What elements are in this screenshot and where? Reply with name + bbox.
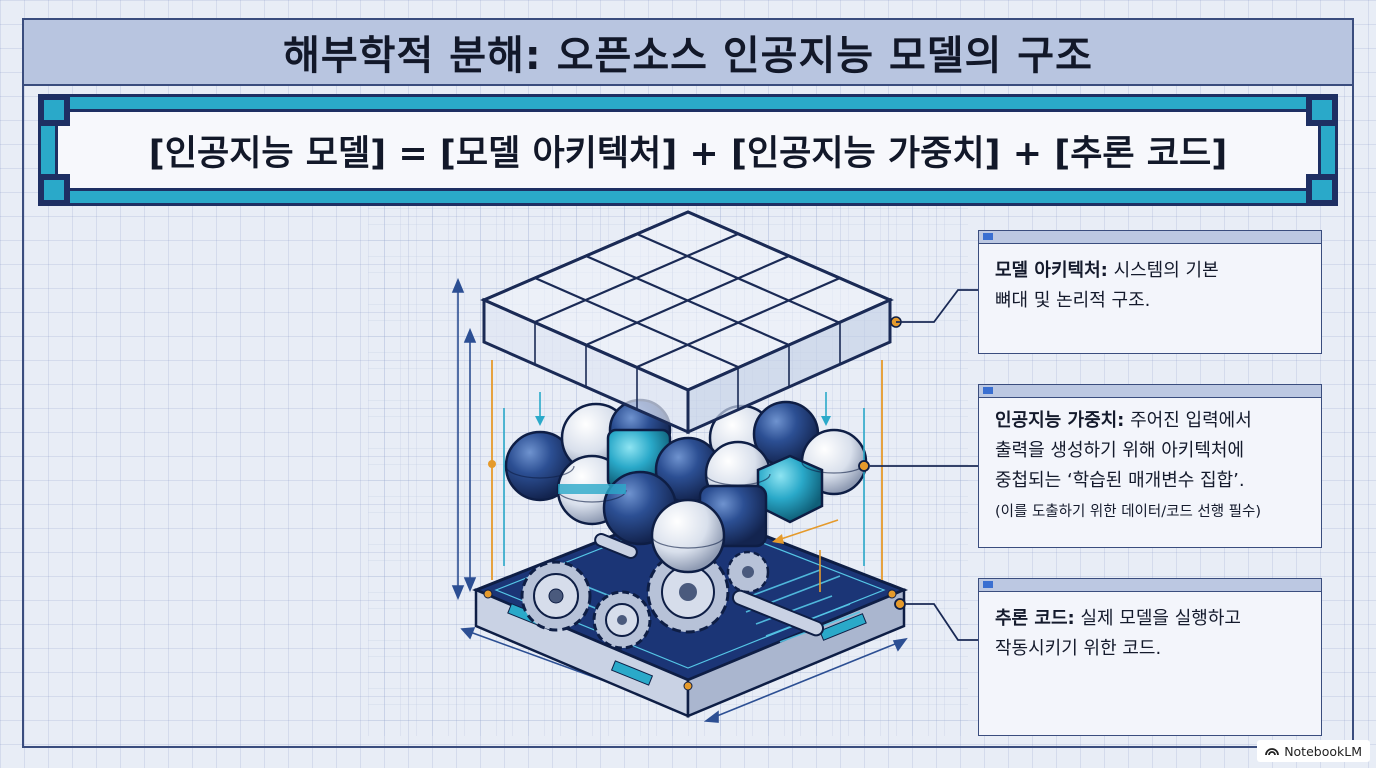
- callout-text: 작동시키기 위한 코드.: [995, 638, 1162, 659]
- gear-icon: [592, 590, 652, 650]
- shaft-icon: [594, 533, 825, 637]
- title-bar: 해부학적 분해: 오픈소스 인공지능 모델의 구조: [24, 20, 1352, 86]
- callout-term: 인공지능 가중치:: [995, 410, 1125, 431]
- guide-lines: [488, 360, 883, 592]
- callout-architecture: 모델 아키텍처: 시스템의 기본 뼈대 및 논리적 구조.: [978, 230, 1322, 354]
- callout-text: 시스템의 기본: [1113, 260, 1219, 281]
- banner-corner-bottom-right: [1306, 174, 1338, 206]
- callout-term: 모델 아키텍처:: [995, 260, 1108, 281]
- weight-polyhedron: [756, 454, 824, 524]
- banner-corner-top-right: [1306, 94, 1338, 126]
- gear-icon: [520, 560, 592, 632]
- callout-note: (이를 도출하기 위한 데이터/코드 선행 필수): [995, 504, 1262, 520]
- dimension-arrows: [451, 277, 908, 723]
- architecture-frame: [480, 210, 902, 435]
- weights-spheres: [504, 398, 868, 574]
- callout-inference-code: 추론 코드: 실제 모델을 실행하고 작동시키기 위한 코드.: [978, 578, 1322, 736]
- callout-leaders: [858, 289, 978, 641]
- page-title: 해부학적 분해: 오픈소스 인공지능 모델의 구조: [283, 33, 1093, 79]
- callout-cap: [979, 385, 1321, 398]
- notebooklm-badge[interactable]: NotebookLM: [1257, 740, 1370, 762]
- notebooklm-logo-icon: [1265, 748, 1280, 756]
- callout-text: 주어진 입력에서: [1130, 410, 1252, 431]
- callout-cap: [979, 231, 1321, 244]
- equation-box: [인공지능 모델] = [모델 아키텍처] + [인공지능 가중치] + [추론…: [55, 109, 1321, 191]
- callout-text: 실제 모델을 실행하고: [1080, 608, 1241, 629]
- callout-weights: 인공지능 가중치: 주어진 입력에서 출력을 생성하기 위해 아키텍처에 중첩되…: [978, 384, 1322, 548]
- outer-frame: [22, 18, 1354, 748]
- equation-banner: [인공지능 모델] = [모델 아키텍처] + [인공지능 가중치] + [추론…: [38, 94, 1338, 206]
- weight-sphere: [650, 498, 726, 574]
- callout-text: 출력을 생성하기 위해 아키텍처에: [995, 440, 1245, 461]
- gear-icon: [726, 550, 770, 594]
- banner-corner-bottom-left: [38, 174, 70, 206]
- banner-corner-top-left: [38, 94, 70, 126]
- callout-cap: [979, 579, 1321, 592]
- callout-text: 중첩되는 ‘학습된 매개변수 집합’.: [995, 470, 1245, 491]
- callout-text: 뼈대 및 논리적 구조.: [995, 290, 1151, 311]
- callout-term: 추론 코드:: [995, 608, 1075, 629]
- equation-text: [인공지능 모델] = [모델 아키텍처] + [인공지능 가중치] + [추론…: [148, 133, 1228, 174]
- branding-text: NotebookLM: [1284, 743, 1362, 759]
